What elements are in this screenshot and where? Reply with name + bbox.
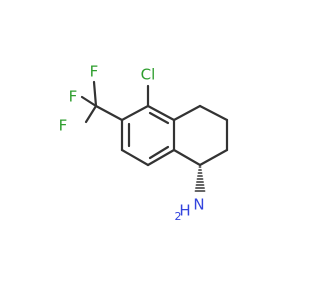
fluorine-label: F xyxy=(59,117,68,135)
aromatic-ring xyxy=(120,104,176,167)
bond xyxy=(198,148,229,167)
hashed-wedge-bond xyxy=(194,166,206,192)
chlorine-label: Cl xyxy=(141,66,156,84)
bond xyxy=(172,148,202,167)
bond xyxy=(120,104,150,122)
bond xyxy=(198,104,229,122)
bond xyxy=(120,148,150,167)
bond xyxy=(146,148,176,167)
fluorine-label: F xyxy=(69,88,78,106)
double-bond-inner xyxy=(148,145,170,160)
amine-hydrogen-label: H xyxy=(179,202,190,220)
bond xyxy=(172,104,202,122)
fluorine-label: F xyxy=(90,63,99,81)
double-bond-inner xyxy=(148,111,170,125)
bond-to-fluorine xyxy=(92,80,98,108)
amine-nitrogen-label: N xyxy=(193,196,204,214)
bond xyxy=(146,104,176,122)
molecule-structure: Cl F F F N H 2 xyxy=(59,63,229,223)
bond xyxy=(94,104,124,122)
saturated-ring xyxy=(172,104,229,167)
bond-to-fluorine xyxy=(84,104,98,124)
bond-to-fluorine xyxy=(80,95,98,108)
amine-subscript: 2 xyxy=(175,210,182,223)
cf3-group xyxy=(80,80,124,124)
